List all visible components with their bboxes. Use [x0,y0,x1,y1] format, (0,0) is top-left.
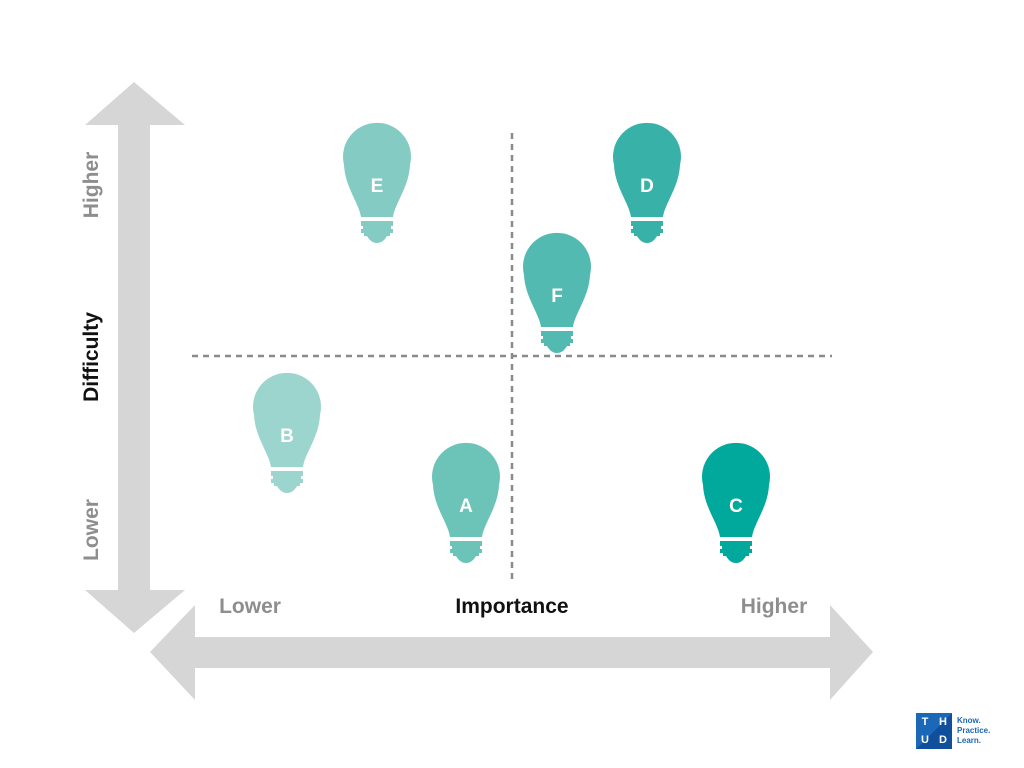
bulb-base [631,221,663,243]
bulb-label: E [371,176,384,197]
logo-letter: U [921,734,929,746]
bulb-base [361,221,393,243]
lightbulb-icon [702,442,770,537]
lightbulb-icon [432,442,500,537]
lightbulb-a: A [432,442,500,563]
y-axis-title: Difficulty [80,312,103,402]
lightbulb-d: D [613,122,681,243]
lightbulb-icon [613,122,681,217]
bulb-label: F [551,286,563,307]
lightbulb-icon [343,122,411,217]
bulb-label: D [640,176,654,197]
horizontal-axis-arrow [150,605,873,700]
bulb-base [720,541,752,563]
logo-mark: T H U D [916,713,952,749]
lightbulb-c: C [702,442,770,563]
x-axis-high-label: Higher [741,595,808,618]
y-axis-low-label: Lower [80,499,103,561]
logo-tagline: Know. Practice. Learn. [957,716,990,746]
vertical-axis-arrow [85,82,185,633]
tagline-line: Learn. [957,736,982,745]
logo-letter: D [939,734,947,746]
bulb-label: C [729,496,743,517]
lightbulb-icon [253,372,321,467]
logo-letter: H [939,716,947,728]
thud-logo: T H U D Know. Practice. Learn. [916,713,990,749]
y-axis-high-label: Higher [80,152,103,219]
bulb-base [450,541,482,563]
x-axis-low-label: Lower [219,595,281,618]
lightbulb-b: B [253,372,321,493]
bulb-base [271,471,303,493]
bulb-base [541,331,573,353]
x-axis-title: Importance [455,595,568,618]
logo-letter: T [921,716,929,728]
bulb-label: B [280,426,294,447]
bulb-label: A [459,496,473,517]
lightbulb-e: E [343,122,411,243]
lightbulb-icon [523,232,591,327]
lightbulb-f: F [523,232,591,353]
tagline-line: Know. [957,716,981,725]
tagline-line: Practice. [957,726,991,735]
